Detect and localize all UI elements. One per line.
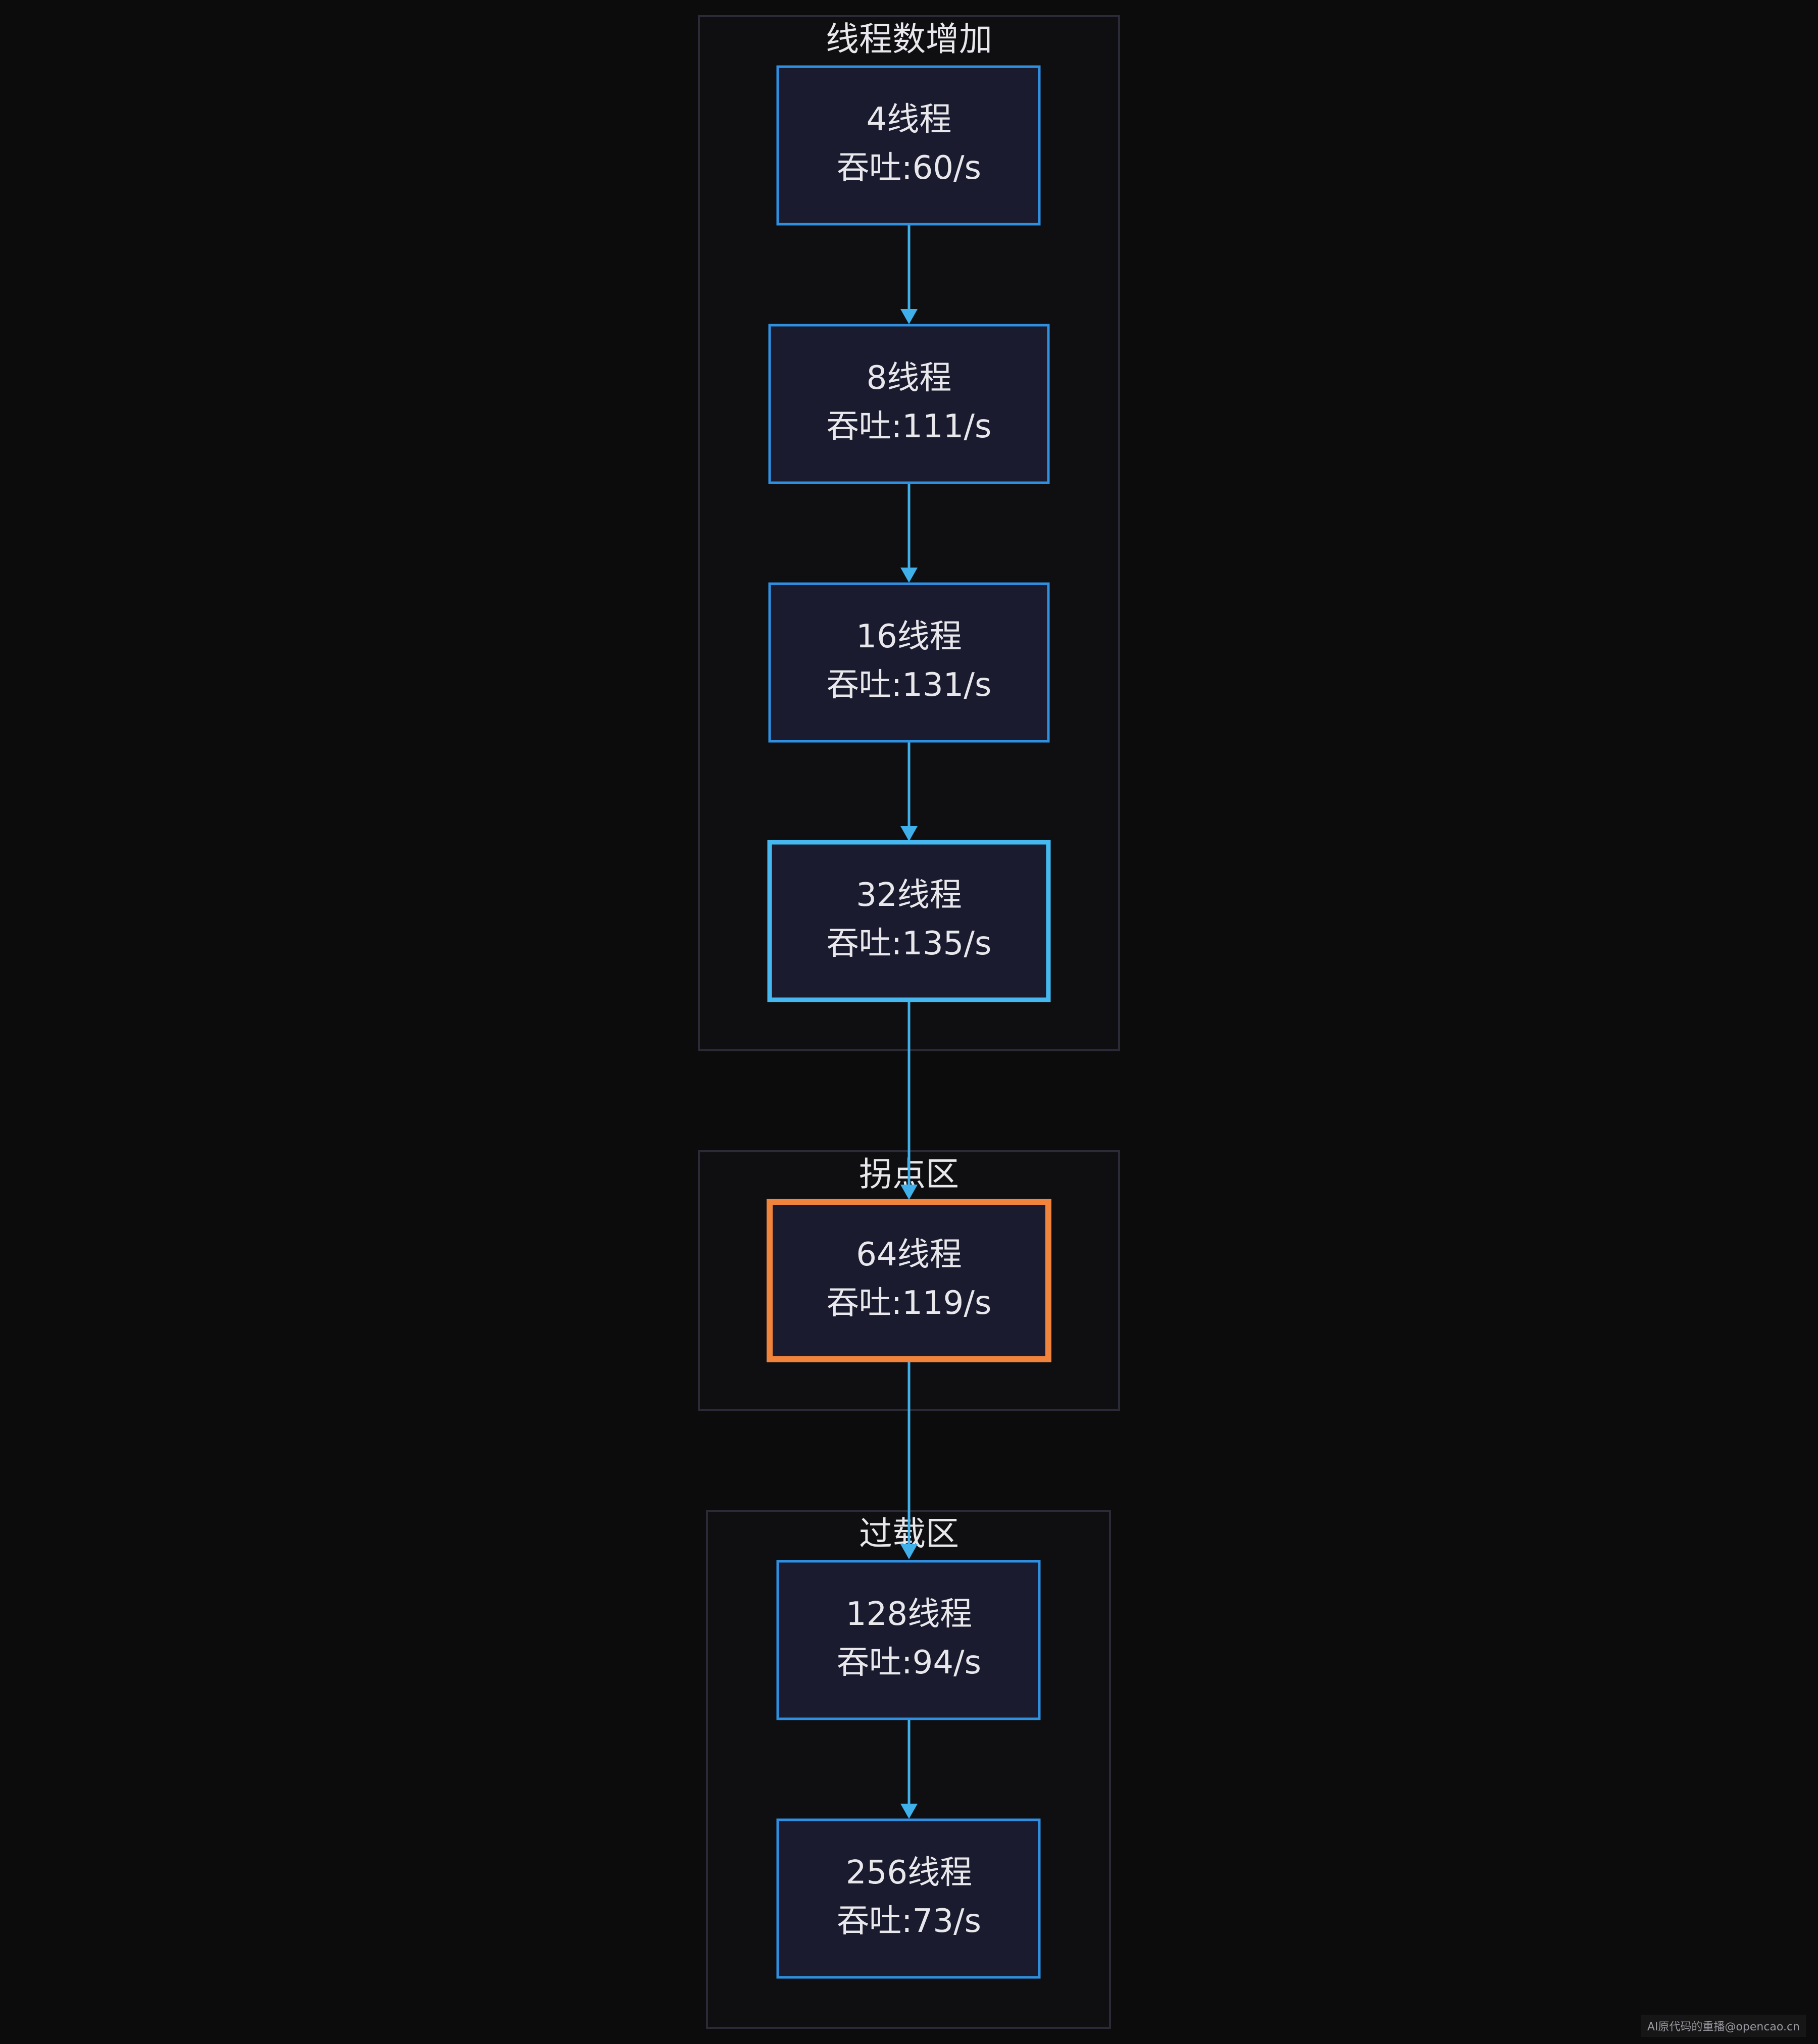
node-16-threads-label: 16线程 [856, 618, 962, 655]
group-thread-increase-title: 线程数增加 [826, 20, 992, 59]
node-8-threads-box [768, 324, 1050, 484]
node-256-threads-box [776, 1818, 1041, 1979]
footer-watermark: AI原代码的重播@opencao.cn [1641, 2015, 1806, 2037]
node-32-threads-throughput: 吞吐:135/s [827, 925, 992, 962]
node-256-threads-throughput: 吞吐:73/s [837, 1903, 981, 1940]
node-128-threads-throughput: 吞吐:94/s [837, 1644, 981, 1681]
node-256-threads: 256线程 吞吐:73/s [776, 1818, 1041, 1979]
node-64-threads-label: 64线程 [856, 1236, 962, 1273]
node-16-threads-throughput: 吞吐:131/s [827, 667, 992, 704]
edge-4-to-8 [900, 224, 918, 324]
node-32-threads-box [767, 840, 1051, 1002]
node-8-threads-throughput: 吞吐:111/s [827, 408, 992, 445]
edge-16-to-32 [900, 741, 918, 841]
node-4-threads-throughput: 吞吐:60/s [837, 149, 981, 187]
node-128-threads-label: 128线程 [846, 1596, 972, 1633]
node-4-threads-box [776, 65, 1041, 226]
node-8-threads: 8线程 吞吐:111/s [768, 324, 1050, 484]
edge-32-to-64 [900, 1000, 918, 1200]
node-4-threads: 4线程 吞吐:60/s [776, 65, 1041, 226]
node-32-threads: 32线程 吞吐:135/s [767, 840, 1051, 1002]
node-8-threads-label: 8线程 [867, 360, 952, 397]
node-32-threads-label: 32线程 [856, 877, 962, 914]
edge-64-to-128 [900, 1359, 918, 1559]
node-64-threads: 64线程 吞吐:119/s [767, 1199, 1051, 1362]
node-16-threads-box [768, 582, 1050, 743]
edge-8-to-16 [900, 483, 918, 583]
node-16-threads: 16线程 吞吐:131/s [768, 582, 1050, 743]
node-128-threads-box [776, 1560, 1041, 1720]
node-256-threads-label: 256线程 [846, 1854, 972, 1892]
node-64-threads-box [767, 1199, 1051, 1362]
node-128-threads: 128线程 吞吐:94/s [776, 1560, 1041, 1720]
edges [900, 224, 918, 1819]
node-4-threads-label: 4线程 [867, 101, 952, 138]
node-64-threads-throughput: 吞吐:119/s [827, 1285, 992, 1322]
edge-128-to-256 [900, 1719, 918, 1819]
